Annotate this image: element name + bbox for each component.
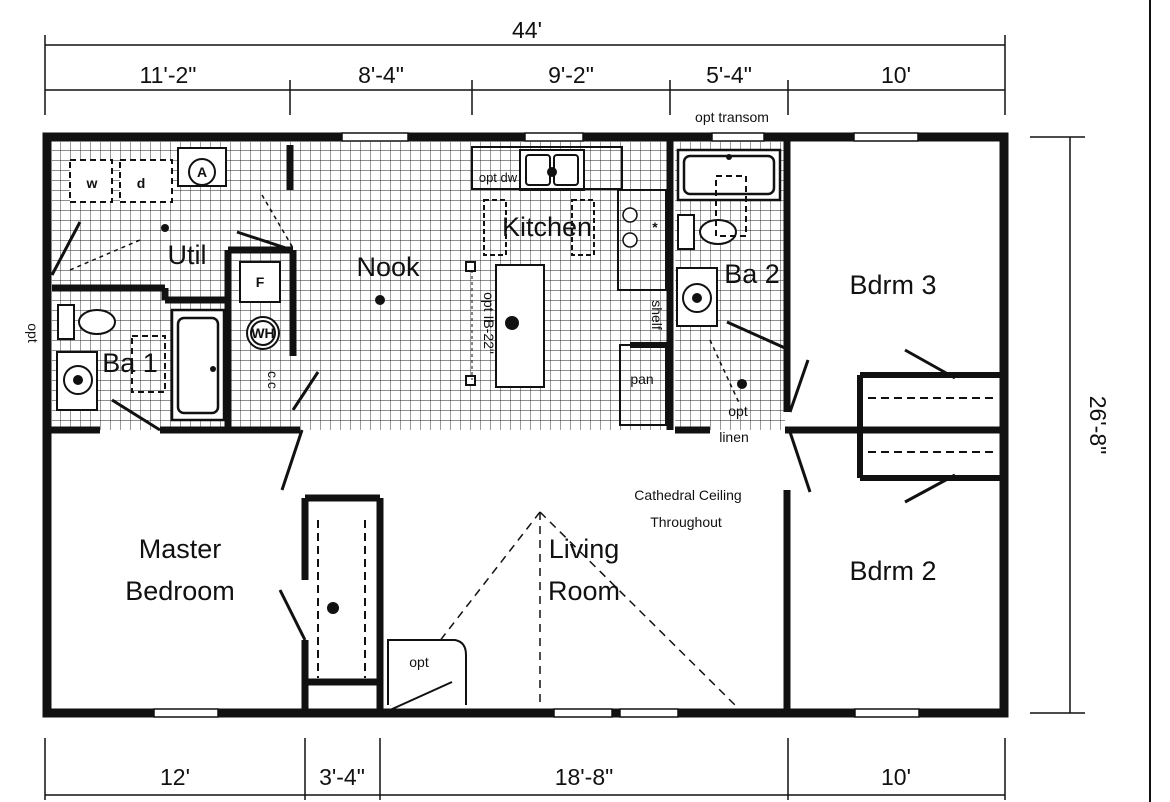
room-label-nook: Nook xyxy=(356,252,420,282)
room-label-master-line1: Master xyxy=(139,534,222,564)
note-ceiling-line2: Throughout xyxy=(650,514,722,530)
toilet-ba2 xyxy=(677,214,737,250)
label-star: * xyxy=(652,219,658,235)
doors xyxy=(50,221,956,641)
room-label-bdrm2: Bdrm 2 xyxy=(849,556,936,586)
room-label-living-line1: Living xyxy=(549,534,620,564)
dimension-lines xyxy=(44,0,1151,802)
note-opt-transom: opt transom xyxy=(695,109,769,125)
dim-bottom-1: 12' xyxy=(160,764,190,790)
dim-top-1: 11'-2" xyxy=(140,62,197,88)
washer-dryer xyxy=(69,159,173,203)
dim-top-5: 10' xyxy=(881,62,911,88)
dim-depth: 26'-8" xyxy=(1085,396,1111,455)
label-d: d xyxy=(137,175,146,191)
note-fireplace-opt: opt xyxy=(409,654,429,670)
door-swings xyxy=(69,194,741,406)
note-opt-dw: opt dw xyxy=(479,170,518,185)
fireplace-opt xyxy=(387,639,467,711)
toilet-ba1 xyxy=(57,304,116,340)
sink-ba1 xyxy=(56,351,98,411)
note-pan: pan xyxy=(630,371,653,387)
room-label-living-line2: Room xyxy=(548,576,620,606)
dim-bottom-2: 3'-4" xyxy=(319,764,365,790)
kitchen-counter xyxy=(471,146,667,426)
room-label-kitchen: Kitchen xyxy=(502,212,592,242)
furnace-wh xyxy=(177,147,281,350)
room-label-util: Util xyxy=(168,240,207,270)
room-label-ba1: Ba 1 xyxy=(102,348,158,378)
note-opt-linen: opt xyxy=(728,403,748,419)
note-opt-left: opt xyxy=(25,323,41,343)
note-shelf: shelf xyxy=(649,300,665,330)
label-cc: c.c xyxy=(265,371,281,389)
dim-bottom-4: 10' xyxy=(881,764,911,790)
note-opt-island: opt IB-22" xyxy=(481,292,497,354)
ba1-vanity-dashed xyxy=(131,175,747,393)
kitchen-table-chairs xyxy=(483,199,595,256)
room-label-bdrm3: Bdrm 3 xyxy=(849,270,936,300)
label-f: F xyxy=(256,274,265,290)
dim-top-4: 5'-4" xyxy=(706,62,752,88)
closet-shelves xyxy=(317,397,996,678)
light-fixtures xyxy=(161,154,747,614)
room-label-ba2: Ba 2 xyxy=(724,259,780,289)
bathtub-ba1 xyxy=(170,308,226,422)
label-wh: WH xyxy=(251,325,274,341)
label-w: w xyxy=(86,175,98,191)
room-label-master-line2: Bedroom xyxy=(125,576,235,606)
island xyxy=(465,261,545,388)
sink-ba2 xyxy=(676,267,718,327)
stove-icon xyxy=(622,207,638,248)
note-linen: linen xyxy=(719,429,749,445)
kitchen-sink xyxy=(519,149,585,191)
dim-top-3: 9'-2" xyxy=(548,62,594,88)
dim-top-2: 8'-4" xyxy=(358,62,404,88)
dim-bottom-3: 18'-8" xyxy=(555,764,614,790)
windows xyxy=(153,132,920,718)
interior-walls xyxy=(50,140,1000,710)
dim-overall-width: 44' xyxy=(512,17,542,43)
note-ceiling-line1: Cathedral Ceiling xyxy=(634,487,741,503)
label-a: A xyxy=(197,164,207,180)
